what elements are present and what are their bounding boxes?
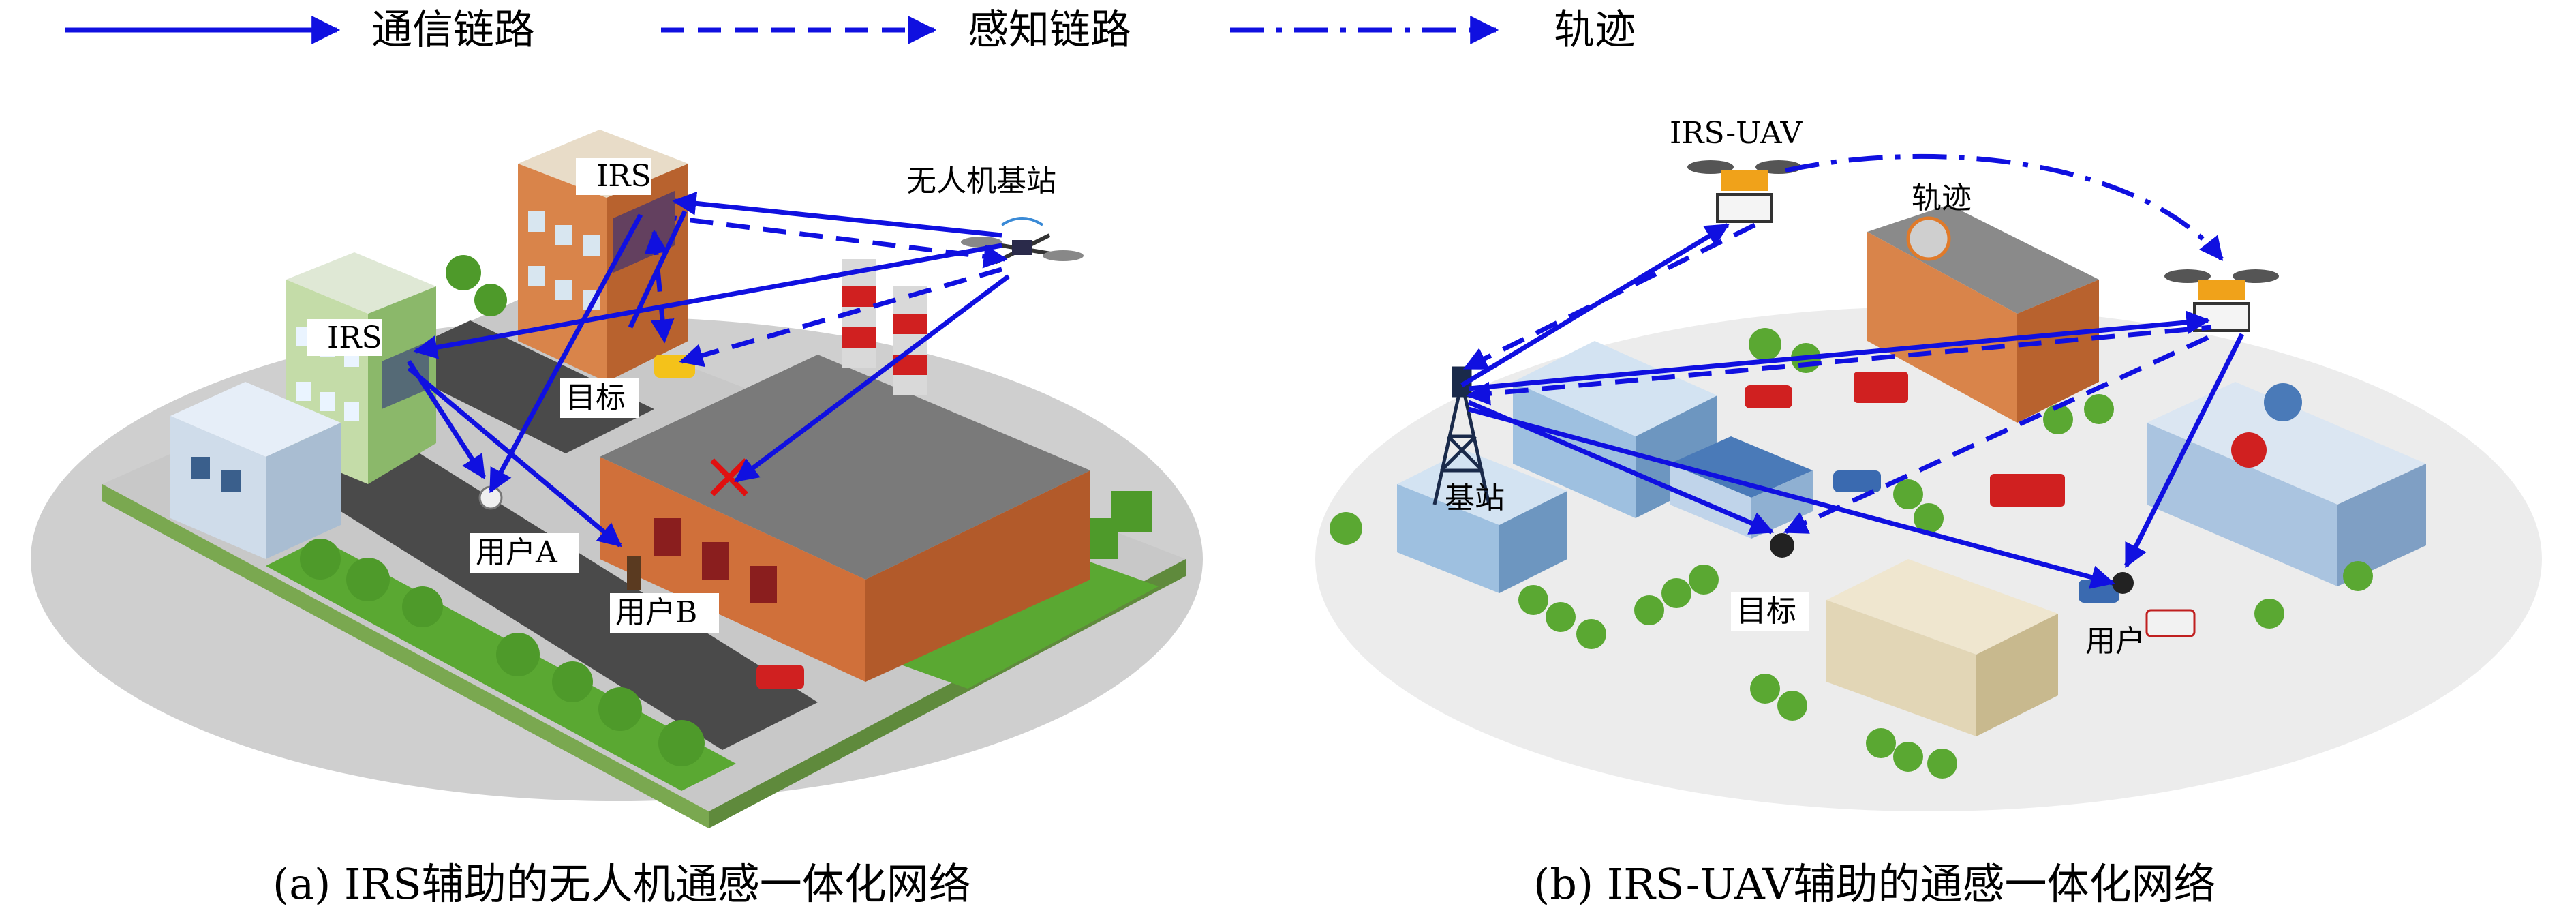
links-b bbox=[1460, 153, 2245, 589]
irs-uav-drone-1 bbox=[1687, 160, 1802, 223]
fire-truck-b1 bbox=[1854, 372, 1908, 403]
label-user-b: 用户B bbox=[610, 593, 719, 633]
trees-b bbox=[1330, 328, 2373, 779]
svg-text:用户A: 用户A bbox=[476, 535, 558, 570]
uav-base-station-drone bbox=[961, 217, 1084, 265]
links-a bbox=[407, 191, 1011, 548]
comm-link-irs-uav2-user bbox=[2123, 333, 2245, 569]
label-target-a: 目标 bbox=[560, 378, 639, 418]
label-user-a: 用户A bbox=[470, 533, 579, 573]
factory-a bbox=[600, 259, 1090, 682]
target-person-b bbox=[1770, 533, 1794, 558]
legend-comm-link-label: 通信链路 bbox=[371, 6, 535, 54]
label-irs-top: IRS bbox=[576, 158, 651, 195]
comm-link-uav-irs-top bbox=[672, 191, 1002, 238]
house-a bbox=[170, 382, 341, 559]
red-car-a bbox=[756, 665, 804, 689]
svg-text:IRS: IRS bbox=[327, 320, 382, 355]
fire-station-building bbox=[1867, 205, 2099, 423]
user-person-b bbox=[2112, 572, 2134, 594]
comm-link-uav-factory bbox=[734, 274, 1011, 483]
hospital-building bbox=[2147, 382, 2426, 586]
svg-text:IRS: IRS bbox=[596, 159, 651, 194]
comm-link-irs-left-user-b bbox=[407, 366, 622, 548]
sense-link-irs-uav1-bs bbox=[1462, 222, 1756, 371]
comm-link-uav-irs-left bbox=[413, 243, 1002, 359]
sense-link-bs-irs-uav2 bbox=[1466, 325, 2212, 406]
caption-a: (a) IRS辅助的无人机通感一体化网络 bbox=[273, 859, 971, 909]
legend-comm-link: 通信链路 bbox=[65, 6, 535, 54]
trajectory-irs-uav bbox=[1785, 153, 2224, 261]
label-user-b-panel: 用户 bbox=[2085, 624, 2145, 659]
svg-text:用户B: 用户B bbox=[615, 595, 697, 630]
panel-a: IRS IRS 无人机基站 目标 用户A 用户B (a) IRS辅助的无人机通感… bbox=[31, 130, 1203, 909]
caption-b: (b) IRS-UAV辅助的通感一体化网络 bbox=[1533, 859, 2215, 909]
comm-link-irs-top-down bbox=[628, 210, 688, 329]
legend: 通信链路 感知链路 轨迹 bbox=[65, 6, 1636, 54]
comm-link-bs-irs-uav2 bbox=[1468, 310, 2211, 391]
label-uav-base-station: 无人机基站 bbox=[906, 164, 1056, 198]
legend-sense-link-label: 感知链路 bbox=[968, 6, 1131, 54]
police-car-b bbox=[1833, 470, 1881, 492]
sense-link-uav-irs-top bbox=[674, 215, 1008, 269]
legend-trajectory-label: 轨迹 bbox=[1554, 6, 1636, 54]
red-car-b bbox=[1745, 385, 1792, 408]
comm-link-irs-top-user-a bbox=[488, 213, 643, 494]
sense-link-uav-target bbox=[679, 267, 1002, 368]
svg-text:目标: 目标 bbox=[1736, 594, 1796, 629]
legend-trajectory: 轨迹 bbox=[1230, 6, 1636, 54]
road-a bbox=[286, 430, 818, 750]
comm-link-irs-uav1-bs bbox=[1460, 223, 1730, 387]
legend-sense-link: 感知链路 bbox=[661, 6, 1131, 54]
sense-link-irs-top-target bbox=[644, 229, 675, 344]
panel-b: IRS-UAV 轨迹 基站 目标 用户 (b) IRS-UAV辅助的通感一体化网… bbox=[1315, 116, 2542, 909]
label-target-b: 目标 bbox=[1731, 592, 1809, 631]
label-base-station: 基站 bbox=[1445, 481, 1505, 515]
comm-link-bs-user bbox=[1468, 406, 2115, 589]
user-b-person bbox=[627, 556, 641, 590]
ambulance-b bbox=[2145, 609, 2196, 638]
sense-link-irs-uav2-target bbox=[1783, 335, 2209, 535]
target-car-a bbox=[654, 355, 695, 378]
label-irs-left: IRS bbox=[307, 319, 382, 356]
svg-text:目标: 目标 bbox=[566, 380, 626, 415]
label-irs-uav: IRS-UAV bbox=[1670, 116, 1803, 151]
townhall-building bbox=[1826, 559, 2058, 736]
label-trajectory-b: 轨迹 bbox=[1912, 181, 1972, 215]
irs-uav-drone-2 bbox=[2164, 269, 2279, 332]
fire-truck-b2 bbox=[1990, 474, 2065, 507]
